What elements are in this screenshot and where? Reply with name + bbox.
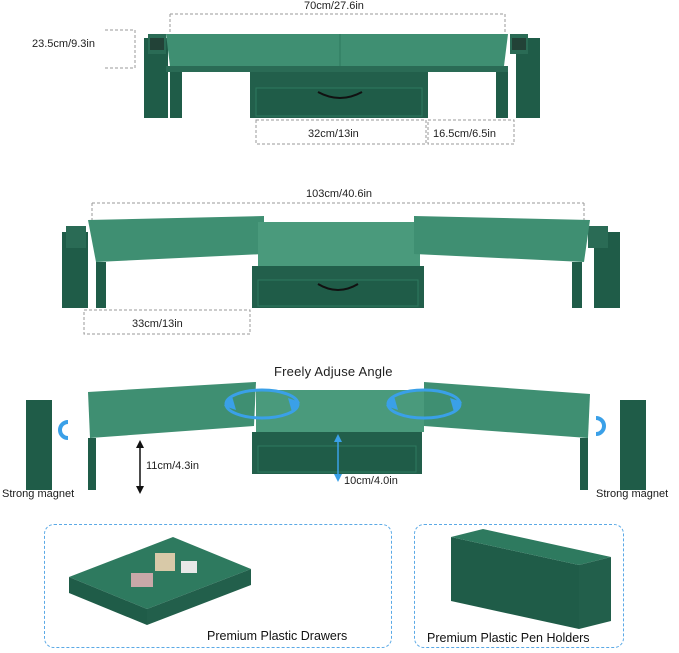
right-pen-holder-2 <box>588 226 620 308</box>
stand-top-board <box>166 34 508 66</box>
right-magnet-icon <box>595 416 606 436</box>
width-label: 70cm/27.6in <box>304 0 364 12</box>
drawer <box>250 72 428 118</box>
angle-title: Freely Adjuse Angle <box>274 364 393 379</box>
extended-stand-illustration <box>62 202 620 335</box>
compact-stand-illustration <box>105 13 540 145</box>
compact-stand-view: 70cm/27.6in 23.5cm/9.3in 32cm/13in 16.5c… <box>0 0 679 160</box>
drawer-organizer-illustration <box>69 537 251 625</box>
drawer-3 <box>252 432 422 474</box>
side-width-label: 16.5cm/6.5in <box>433 128 496 140</box>
pen-holders-feature-panel: Premium Plastic Pen Holders <box>414 524 624 648</box>
extended-stand-view: 103cm/40.6in 33cm/13in <box>0 180 679 340</box>
pen-holder-illustration <box>451 529 611 629</box>
extended-width-label: 103cm/40.6in <box>306 188 373 200</box>
left-magnet-icon <box>58 420 69 440</box>
right-pen-holder-3 <box>620 400 646 490</box>
magnet-label-right: Strong magnet <box>596 488 669 500</box>
magnet-label-left: Strong magnet <box>2 488 75 500</box>
left-pen-holder-3 <box>26 400 52 490</box>
drawer-2 <box>252 266 424 308</box>
left-pen-holder-2 <box>62 226 88 308</box>
drawers-feature-panel: Premium Plastic Drawers <box>44 524 392 648</box>
right-pen-holder <box>510 34 540 118</box>
drawer-height-label: 10cm/4.0in <box>344 475 398 487</box>
drawers-caption: Premium Plastic Drawers <box>207 629 348 643</box>
rotate-left-icon <box>224 388 300 420</box>
left-pen-holder <box>144 34 168 118</box>
support-height-label: 11cm/4.3in <box>146 460 199 472</box>
wing-width-label: 33cm/13in <box>132 318 183 330</box>
drawer-width-label: 32cm/13in <box>308 128 359 140</box>
angle-stand-illustration <box>26 382 646 494</box>
angle-adjust-view: Freely Adjuse Angle 11cm/4.3in 10cm/4.0i… <box>0 360 679 510</box>
rotate-right-icon <box>386 388 462 420</box>
depth-label: 23.5cm/9.3in <box>32 38 95 50</box>
pen-holders-caption: Premium Plastic Pen Holders <box>427 631 590 645</box>
